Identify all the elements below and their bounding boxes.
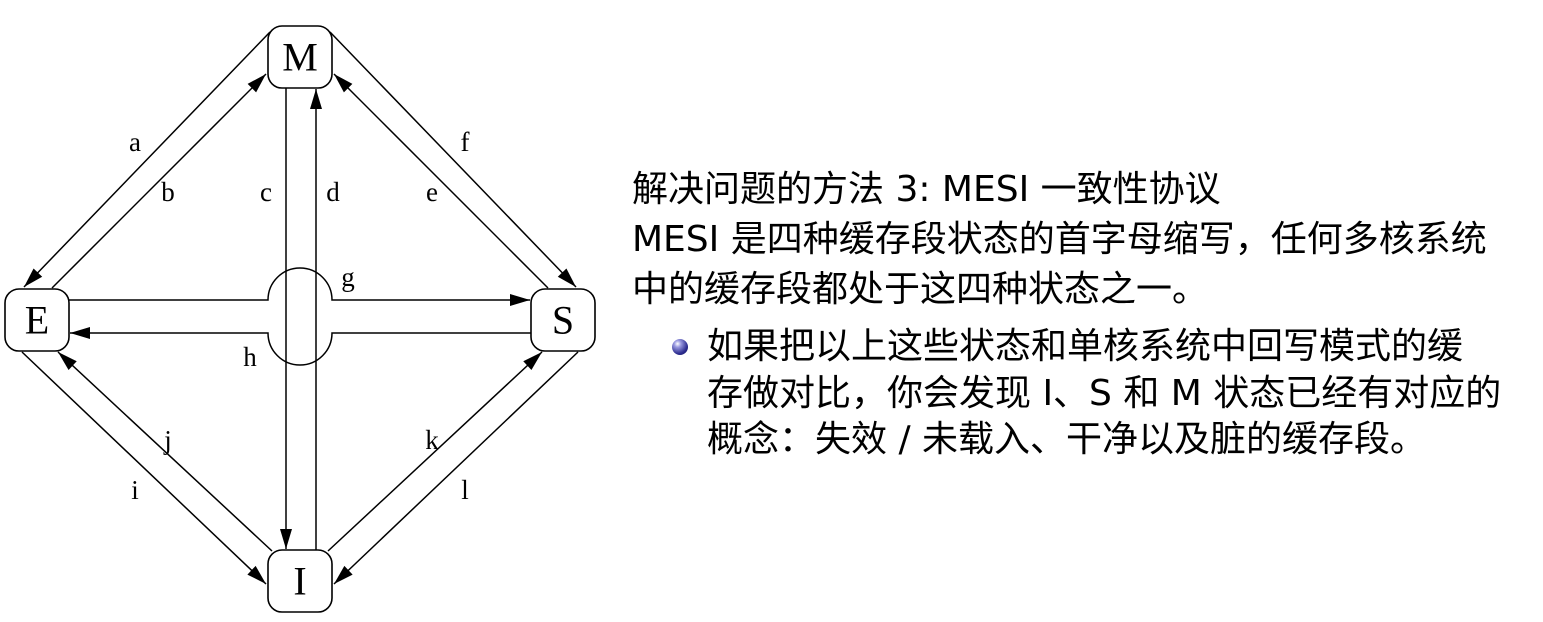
transition-line-g (69, 267, 530, 301)
transition-label-i: i (131, 475, 139, 505)
bullet-line: 存做对比，你会发现 I、S 和 M 状态已经有对应的 (707, 372, 1502, 414)
transition-label-g: g (341, 262, 355, 292)
transition-label-h: h (243, 342, 257, 372)
arrowhead-f (557, 268, 576, 287)
arrowhead-d (310, 89, 322, 109)
transition-line-f (329, 31, 577, 288)
state-nodes: M E S I (4, 25, 596, 613)
bullet-line: 如果把以上这些状态和单核系统中回写模式的缓 (707, 326, 1464, 367)
transition-line-l (333, 351, 579, 585)
state-node-m (267, 25, 333, 89)
transition-line-k (327, 351, 543, 552)
transition-line-b (51, 73, 267, 289)
intro-line: 中的缓存段都处于这四种状态之一。 (632, 269, 1209, 310)
state-label-s: S (552, 298, 574, 343)
transition-line-i (21, 351, 267, 585)
arrowhead-b (247, 74, 266, 93)
heading: 解决问题的方法 3: MESI 一致性协议 (632, 169, 1221, 210)
transition-line-j (57, 351, 273, 552)
state-node-s (530, 288, 596, 352)
state-node-e (4, 288, 70, 352)
arrowhead-h (70, 327, 90, 339)
transition-label-a: a (129, 127, 141, 157)
transition-label-l: l (461, 475, 469, 505)
arrowhead-c (280, 529, 292, 549)
transition-line-e (333, 73, 549, 289)
bullet-sphere-icon (672, 339, 688, 355)
arrowhead-e (334, 74, 353, 93)
bullet-line: 概念：失效 / 未载入、干净以及脏的缓存段。 (707, 419, 1427, 460)
arrowhead-i (247, 565, 266, 584)
transition-arrows (21, 31, 579, 585)
transition-label-k: k (425, 425, 439, 455)
mesi-description: 解决问题的方法 3: MESI 一致性协议 MESI 是四种缓存段状态的首字母缩… (632, 165, 1487, 315)
arrowhead-a (24, 268, 43, 287)
state-label-i: I (293, 559, 306, 604)
transition-labels: ab c d ef g h ij kl (129, 127, 469, 505)
intro-line: MESI 是四种缓存段状态的首字母缩写，任何多核系统 (632, 219, 1487, 260)
bullet-item: 如果把以上这些状态和单核系统中回写模式的缓 存做对比，你会发现 I、S 和 M … (707, 324, 1501, 464)
arrowhead-l (334, 565, 353, 584)
transition-label-f: f (461, 127, 470, 157)
state-node-i (267, 549, 333, 613)
mesi-state-diagram: M E S I ab c d ef g h ij kl (4, 25, 596, 613)
arrowhead-g (510, 294, 530, 306)
state-label-m: M (282, 35, 318, 80)
transition-label-j: j (163, 425, 172, 455)
transition-label-e: e (426, 177, 438, 207)
transition-label-c: c (260, 177, 272, 207)
transition-line-h (70, 332, 531, 366)
arrowhead-k (523, 352, 542, 371)
transition-label-d: d (326, 177, 340, 207)
transition-line-a (23, 31, 271, 288)
arrowhead-j (58, 352, 77, 371)
state-label-e: E (25, 298, 49, 343)
transition-label-b: b (161, 177, 175, 207)
